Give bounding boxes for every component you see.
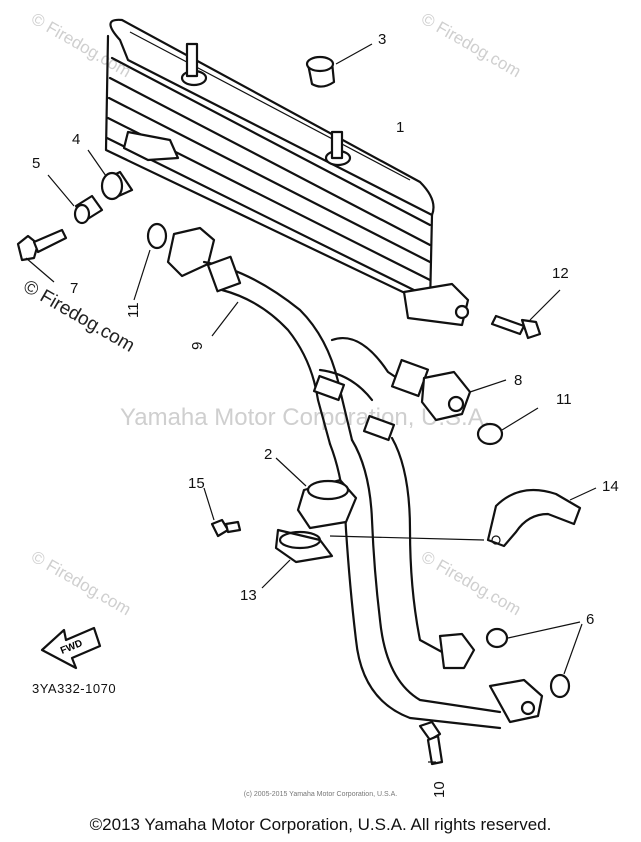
oil-pipe-lower — [328, 436, 583, 730]
callout-4: 4 — [72, 131, 80, 148]
leader-part-8 — [469, 379, 507, 393]
callout-layer: 1 2 3 4 5 6 7 8 9 10 11 11 12 13 14 15 — [32, 31, 619, 798]
callout-5: 5 — [32, 155, 40, 172]
watermark-firedog-main: © Firedog.com — [20, 276, 139, 357]
callout-11-lower: 11 — [556, 391, 572, 408]
callout-2: 2 — [264, 446, 272, 463]
callout-6: 6 — [586, 611, 594, 628]
o-ring-part-11-lower — [476, 407, 539, 446]
small-copyright-note: (c) 2005-2015 Yamaha Motor Corporation, … — [243, 791, 398, 798]
callout-15: 15 — [188, 475, 205, 492]
callout-14: 14 — [602, 478, 619, 495]
damper-part-2 — [275, 457, 358, 530]
o-ring-part-11-upper — [133, 222, 168, 301]
watermark-firedog: © Firedog.com — [28, 547, 134, 619]
watermark-firedog: © Firedog.com — [418, 547, 524, 619]
fwd-arrow-icon: FWD — [40, 626, 102, 670]
callout-12: 12 — [552, 265, 569, 282]
bushing-part-5 — [47, 174, 104, 225]
callout-3: 3 — [378, 31, 386, 48]
callout-1: 1 — [396, 119, 404, 136]
callout-11-upper: 11 — [125, 302, 142, 318]
callout-8: 8 — [514, 372, 522, 389]
callout-10: 10 — [431, 781, 448, 798]
grommet-part-3 — [305, 43, 373, 88]
oil-pipe-part-9 — [166, 226, 472, 446]
collar-part-4 — [87, 149, 134, 201]
oil-cooler-core — [104, 18, 470, 327]
screw-part-15 — [203, 487, 242, 538]
callout-7: 7 — [70, 280, 78, 297]
bracket-part-14 — [486, 487, 597, 548]
callout-9: 9 — [189, 342, 206, 350]
copyright-footer: ©2013 Yamaha Motor Corporation, U.S.A. A… — [89, 815, 552, 834]
bolt-part-7 — [16, 228, 68, 283]
watermark-firedog: © Firedog.com — [418, 9, 524, 81]
clamp-part-13 — [261, 528, 485, 589]
bolt-part-10 — [418, 720, 444, 766]
bolt-part-12 — [490, 289, 561, 340]
callout-13: 13 — [240, 587, 257, 604]
diagram-code-label: 3YA332-1070 — [32, 681, 117, 696]
